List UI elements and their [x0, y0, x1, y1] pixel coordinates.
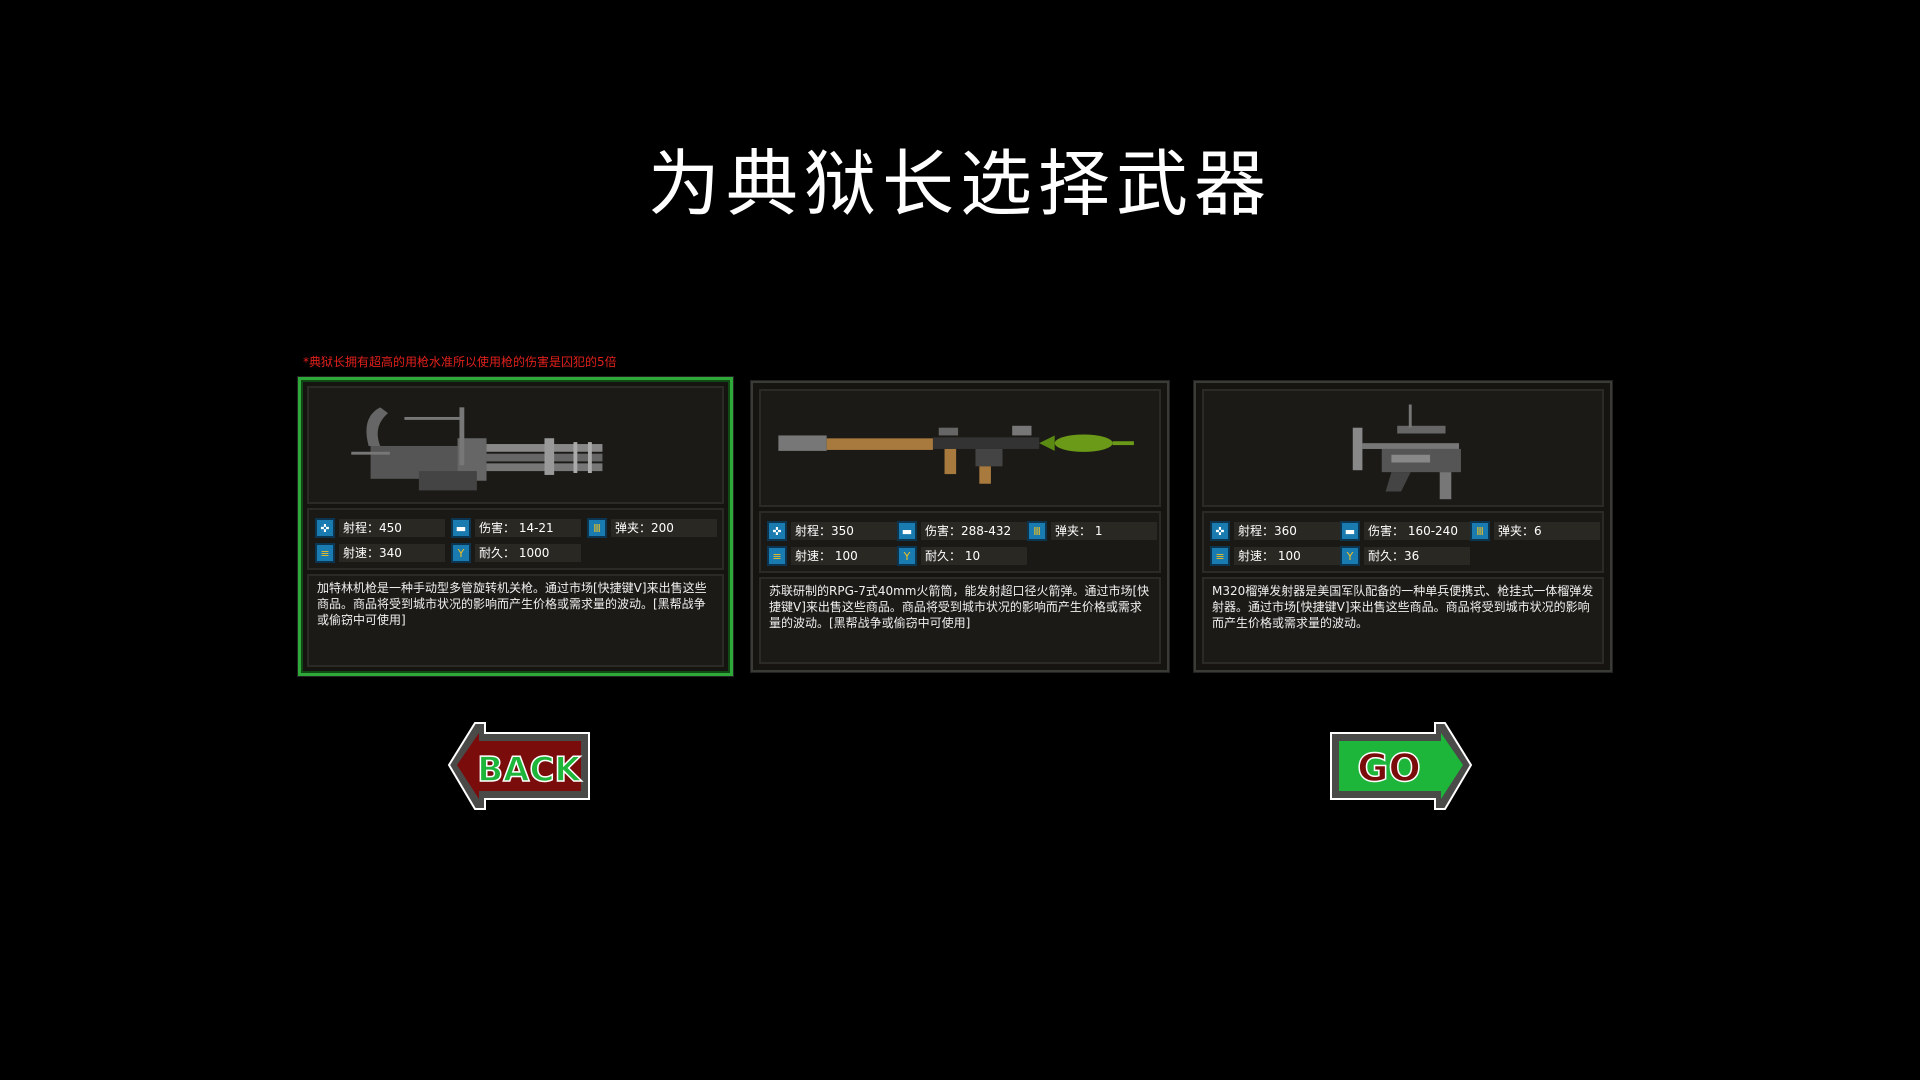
damage-gun-icon: ▬ [897, 521, 917, 541]
go-label: GO [1357, 746, 1421, 790]
warden-damage-note: *典狱长拥有超高的用枪水准所以使用枪的伤害是囚犯的5倍 [303, 355, 617, 369]
weapon-image [307, 386, 724, 504]
fire-rate-icon: ≡ [1210, 546, 1230, 566]
rpg-launcher-icon [778, 425, 1134, 484]
fire-rate-icon: ≡ [315, 543, 335, 563]
m320-launcher-icon [1352, 404, 1461, 500]
range-crosshair-icon: ✜ [767, 521, 787, 541]
back-button[interactable]: BACK [445, 719, 593, 812]
weapon-description: 加特林机枪是一种手动型多管旋转机关枪。通过市场[快捷键V]来出售这些商品。商品将… [307, 574, 724, 667]
gatling-gun-icon [351, 407, 603, 491]
clip-ammo-icon: Ⅲ [587, 518, 607, 538]
durability-wrench-icon: Y [897, 546, 917, 566]
back-label: BACK [477, 750, 582, 790]
clip-ammo-icon: Ⅲ [1027, 521, 1047, 541]
damage-gun-icon: ▬ [1340, 521, 1360, 541]
durability-wrench-icon: Y [451, 543, 471, 563]
durability-wrench-icon: Y [1340, 546, 1360, 566]
weapon-description: 苏联研制的RPG-7式40mm火箭筒，能发射超口径火箭弹。通过市场[快捷键V]来… [759, 577, 1161, 664]
range-crosshair-icon: ✜ [315, 518, 335, 538]
clip-ammo-icon: Ⅲ [1470, 521, 1490, 541]
weapon-image [1202, 389, 1604, 507]
damage-gun-icon: ▬ [451, 518, 471, 538]
weapon-description: M320榴弹发射器是美国军队配备的一种单兵便携式、枪挂式一体榴弹发射器。通过市场… [1202, 577, 1604, 664]
go-button[interactable]: GO [1327, 719, 1475, 812]
range-crosshair-icon: ✜ [1210, 521, 1230, 541]
weapon-image [759, 389, 1161, 507]
fire-rate-icon: ≡ [767, 546, 787, 566]
page-title: 为典狱长选择武器 [647, 142, 1272, 226]
